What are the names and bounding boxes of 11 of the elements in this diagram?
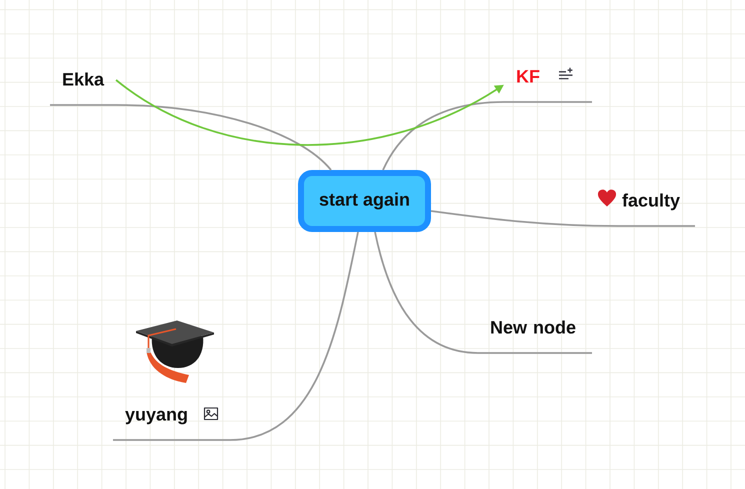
branch-line xyxy=(374,232,592,354)
branch-line xyxy=(382,101,592,170)
branch-line xyxy=(113,232,359,441)
topic-label: yuyang xyxy=(125,410,187,424)
topic-label: New node xyxy=(491,320,576,334)
branch-line xyxy=(50,104,332,171)
topic-label: faculty xyxy=(622,193,680,210)
topic-label: Ekka xyxy=(63,72,104,86)
branch-line xyxy=(430,210,695,227)
central-topic-box: start again xyxy=(298,170,431,232)
topic-label: KF xyxy=(517,70,540,82)
